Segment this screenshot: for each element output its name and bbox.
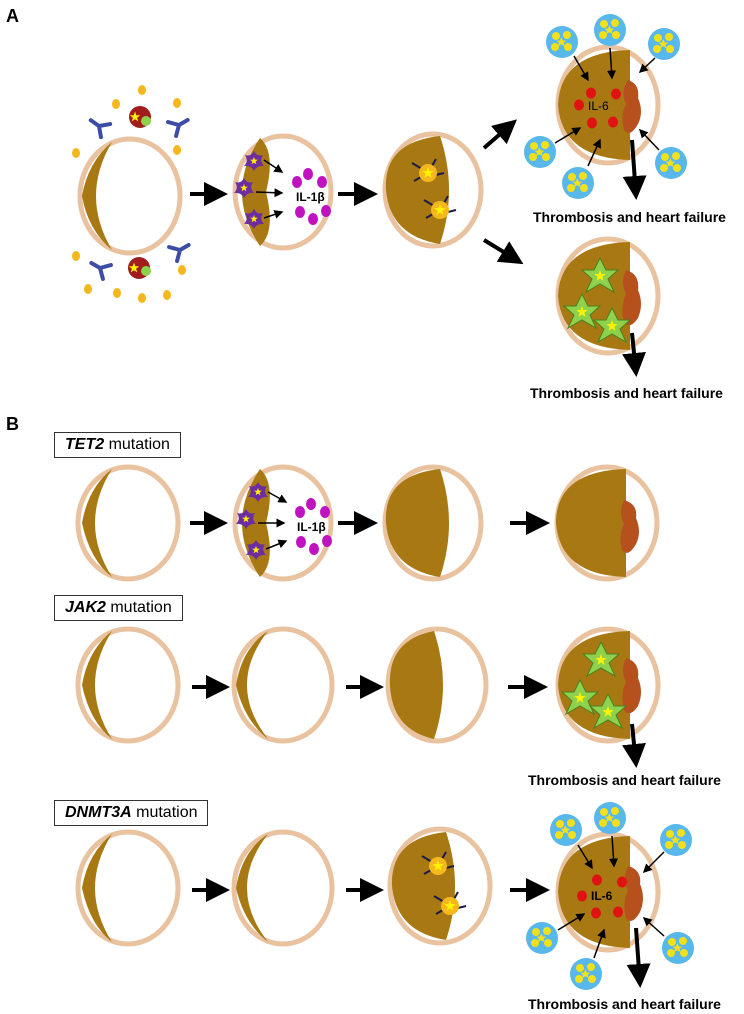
il6-label-a: IL-6 <box>588 99 609 113</box>
vessel-b2-3 <box>385 626 489 744</box>
vessel-b2-2 <box>231 626 335 744</box>
tet2-mutation-box: TET2 mutation <box>54 432 181 458</box>
monocyte-top <box>129 106 151 128</box>
arrow-a3-down <box>482 238 524 265</box>
il1b-label-a: IL-1β <box>296 190 325 204</box>
outcome-label-a1: Thrombosis and heart failure <box>533 209 726 225</box>
outcome-label-b3: Thrombosis and heart failure <box>528 996 721 1012</box>
outcome-label-a2: Thrombosis and heart failure <box>530 385 723 401</box>
tet2-gene-name: TET2 <box>65 436 105 453</box>
vessel-b1-4 <box>554 464 660 582</box>
il1b-label-b: IL-1β <box>297 520 326 534</box>
outcome-label-b2: Thrombosis and heart failure <box>528 772 721 788</box>
dnmt3a-mutation-box: DNMT3A mutation <box>54 800 209 826</box>
arrow-a4-outcome <box>622 139 647 200</box>
jak2-gene-name: JAK2 <box>65 599 106 616</box>
panel-letter-a: A <box>6 6 19 26</box>
vessel-b1-2 <box>232 464 334 582</box>
vessel-b1-3 <box>382 464 484 582</box>
vessel-b3-1 <box>75 829 181 947</box>
dnmt3a-gene-name: DNMT3A <box>65 804 132 821</box>
arrow-b2-outcome <box>622 723 646 768</box>
jak2-mutation-suffix: mutation <box>105 599 172 616</box>
arrow-b3-outcome <box>626 927 651 988</box>
vessel-b3-3 <box>387 826 493 946</box>
tet2-mutation-suffix: mutation <box>104 436 170 453</box>
monocyte-bottom <box>128 257 151 279</box>
vessel-a4-platelet <box>555 236 661 356</box>
dnmt3a-mutation-suffix: mutation <box>131 804 198 821</box>
vessel-b3-2 <box>231 829 335 947</box>
vessel-a1 <box>77 136 183 256</box>
yellow-particles <box>72 85 186 303</box>
arrow-a3-up <box>482 119 518 150</box>
vessel-a3 <box>382 131 484 249</box>
vessel-b1-1 <box>75 464 181 582</box>
arrow-a5-outcome <box>622 332 646 377</box>
il6-label-b: IL-6 <box>591 889 613 903</box>
vessel-b2-4 <box>555 626 661 744</box>
panel-letter-b: B <box>6 414 19 434</box>
vessel-b2-1 <box>75 626 181 744</box>
jak2-mutation-box: JAK2 mutation <box>54 595 183 621</box>
blue-cell-arrows-b <box>557 835 665 959</box>
vessel-a2 <box>232 133 334 251</box>
blue-cell-arrows-a <box>554 47 660 167</box>
